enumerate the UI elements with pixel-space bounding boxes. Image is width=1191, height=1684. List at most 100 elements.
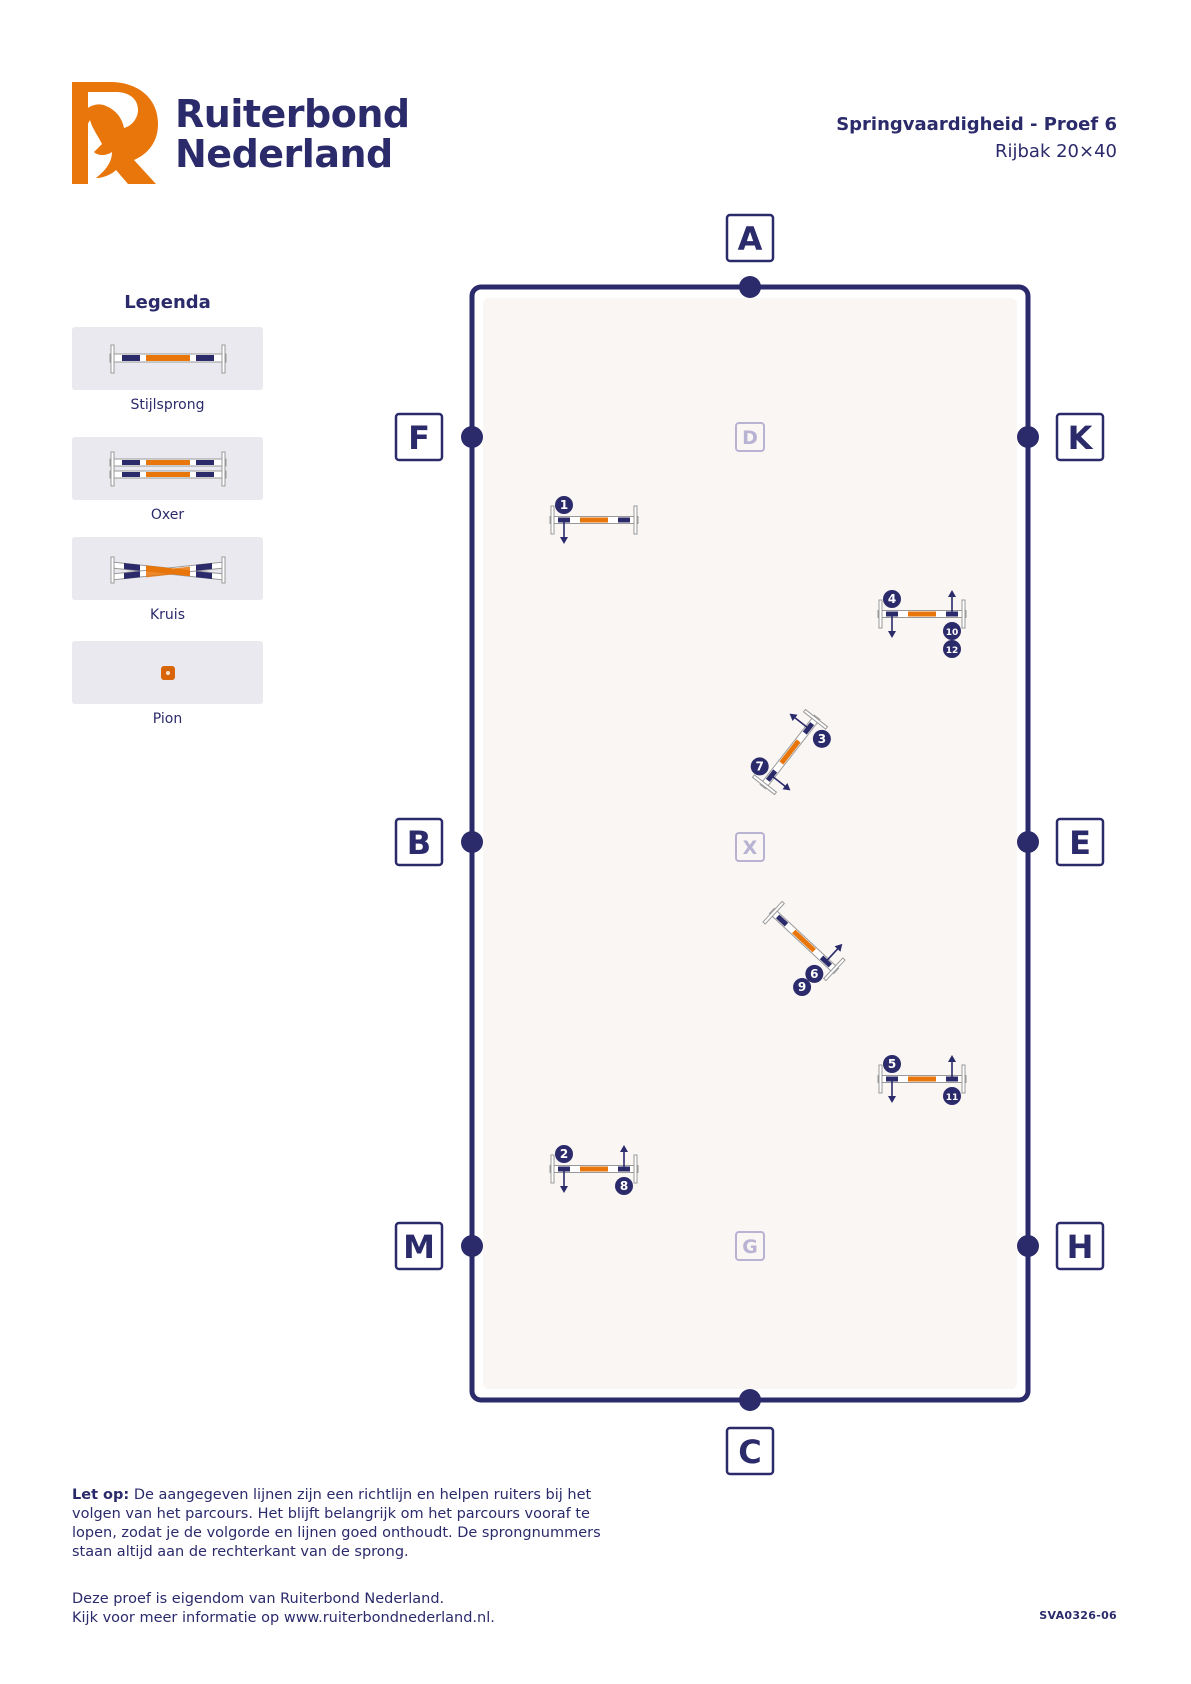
jump-number: 9 [798,980,806,994]
jump-standard [751,774,778,796]
jump-number-badge [943,622,961,640]
pole-stripe [819,955,833,968]
marker-letter: B [407,824,431,862]
pole-stripe [908,1076,936,1082]
legend-item-kruis: Kruis [72,537,263,623]
jump-stijlsprong: 69 [762,900,846,997]
marker-box [394,817,444,867]
legend-item-pion: Pion [72,641,263,727]
direction-arrow-head [948,590,956,597]
jump-standard [961,1064,966,1094]
direction-arrow-head [948,1055,956,1062]
direction-arrow-head [560,1186,568,1193]
pole-stripe [765,769,778,782]
marker-dot [461,1235,483,1257]
jump-standard [550,505,555,535]
jump-number: 6 [810,967,818,981]
marker-dot [1017,1235,1039,1257]
marker-box [1055,817,1105,867]
jump-standard [822,957,846,982]
marker-box [394,1221,444,1271]
legend-title: Legenda [124,292,211,313]
oxer-icon [109,451,226,486]
legend-label: Stijlsprong [130,397,205,413]
pole-stripe [580,1166,608,1172]
jump-number-badge [812,729,831,748]
jump-number-badge [555,496,573,514]
jump-number-badge [883,1055,901,1073]
jump-stijlsprong: 1 [549,496,639,544]
marker-b: B [394,817,483,867]
marker-box [1055,1221,1105,1271]
note: Let op: De aangegeven lijnen zijn een ri… [72,1486,632,1562]
marker-f: F [394,412,483,462]
jump-number-badge [805,964,824,983]
marker-e: E [1017,817,1105,867]
note-label: Let op: [72,1487,130,1503]
marker-letter: C [738,1433,761,1471]
direction-arrow-head [620,1145,628,1152]
direction-arrow-head [888,1096,896,1103]
jump-number-badge [793,978,812,997]
marker-letter: F [408,419,430,457]
jump-number-badge [750,757,769,776]
kruis-icon [110,556,225,583]
legend-item-oxer: Oxer [72,437,263,523]
legend-item-stijlsprong: Stijlsprong [72,327,263,413]
page-header: Springvaardigheid - Proef 6 Rijbak 20×40 [836,112,1117,166]
jump-number: 10 [946,628,959,638]
jump-stijlsprong: 4 10 12 [877,590,967,658]
pole-stripe [779,739,801,765]
jump-standard [762,900,786,925]
jump-number-badge [883,590,901,608]
center-marker-letter: D [742,427,758,449]
brand-logo: Ruiterbond Nederland [72,82,432,184]
marker-a: A [725,213,775,298]
jump-number: 7 [756,759,764,773]
pole-stripe [792,929,816,953]
center-marker-letter: G [742,1236,758,1258]
pole-stripe [908,611,936,617]
jump-number-badge [555,1145,573,1163]
direction-arrow-head [782,782,791,791]
brand-name-line2: Nederland [175,132,393,176]
jump-number: 3 [818,732,826,746]
jump-standard [878,1064,883,1094]
direction-arrow-line [771,775,788,789]
direction-arrow-line [792,715,809,729]
jump-standard [633,505,638,535]
jump-number: 11 [946,1093,959,1103]
marker-box [1055,412,1105,462]
jump-number: 4 [888,592,896,606]
marker-letter: K [1068,419,1094,457]
center-marker-box [735,422,765,452]
jump-number: 2 [560,1147,568,1161]
jump-standard [633,1154,638,1184]
horse-r-logo-icon [72,82,158,184]
marker-dot [1017,831,1039,853]
jump-standard [802,708,829,730]
jump-number: 5 [888,1057,896,1071]
brand-name-line1: Ruiterbond [175,92,410,136]
footer-ownership: Deze proef is eigendom van Ruiterbond Ne… [72,1591,445,1607]
center-marker-x: X [735,832,765,862]
legend-label: Oxer [150,507,185,523]
arena-size-label: Rijbak 20×40 [994,141,1117,162]
jump-number: 1 [560,498,568,512]
marker-dot [739,276,761,298]
marker-letter: A [738,220,763,258]
center-marker-box [735,1231,765,1261]
direction-arrow-head [789,713,798,722]
legend-label: Pion [152,711,183,727]
jump-number: 12 [946,646,959,656]
document-code: SVA0326-06 [1039,1609,1117,1622]
jump-stijlsprong: 5 11 [877,1055,967,1105]
marker-box [725,1426,775,1476]
pole-stripe [580,517,608,523]
jump-stijlsprong: 73 [750,708,831,796]
pole-stripe [618,517,630,523]
jump-standard [878,599,883,629]
jump-number-badge [943,640,961,658]
footer: Deze proef is eigendom van Ruiterbond Ne… [72,1590,495,1628]
